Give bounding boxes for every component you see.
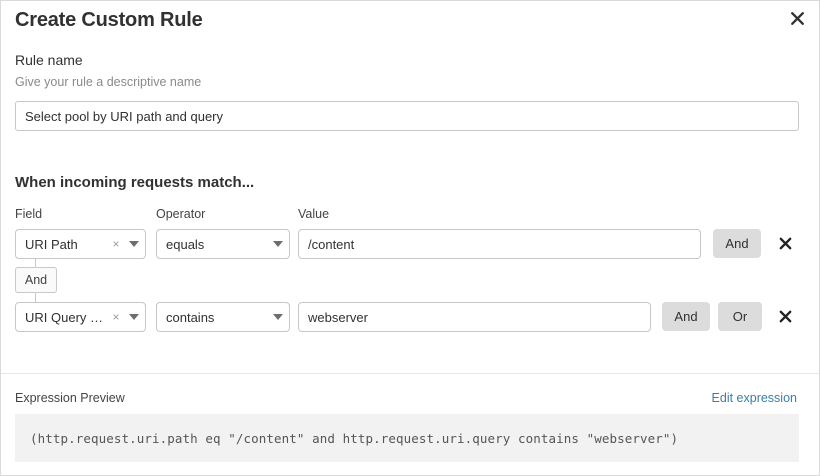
- column-label-field: Field: [15, 207, 43, 221]
- operator-select-1[interactable]: contains: [156, 302, 290, 332]
- rule-name-label: Rule name: [15, 52, 83, 68]
- value-input-1[interactable]: [298, 302, 651, 332]
- delete-x-icon[interactable]: [775, 229, 795, 258]
- field-select-1[interactable]: URI Query St... ×: [15, 302, 146, 332]
- clear-x-icon[interactable]: ×: [112, 237, 120, 251]
- condition-row: URI Query St... × contains And Or: [1, 302, 819, 332]
- expression-code-text: (http.request.uri.path eq "/content" and…: [30, 430, 679, 446]
- delete-x-icon[interactable]: [775, 302, 795, 331]
- rule-name-input[interactable]: [15, 101, 799, 131]
- dialog-title: Create Custom Rule: [15, 9, 203, 31]
- operator-select-0[interactable]: equals: [156, 229, 290, 259]
- connector-line-top: [35, 259, 36, 268]
- chevron-down-icon[interactable]: [267, 241, 289, 247]
- operator-select-value-0: equals: [166, 236, 205, 252]
- close-icon[interactable]: [785, 6, 809, 30]
- field-select-value-1: URI Query St...: [25, 309, 109, 325]
- or-button-1[interactable]: Or: [718, 302, 762, 331]
- group-logic-chip[interactable]: And: [15, 267, 57, 293]
- expression-preview-box: (http.request.uri.path eq "/content" and…: [15, 414, 799, 462]
- column-label-operator: Operator: [156, 207, 206, 221]
- rule-name-help-text: Give your rule a descriptive name: [15, 75, 202, 89]
- section-divider: [1, 373, 819, 374]
- column-label-value: Value: [298, 207, 330, 221]
- field-select-0[interactable]: URI Path ×: [15, 229, 146, 259]
- expression-preview-label: Expression Preview: [15, 391, 125, 405]
- value-input-0[interactable]: [298, 229, 701, 259]
- clear-x-icon[interactable]: ×: [112, 310, 120, 324]
- chevron-down-icon[interactable]: [267, 314, 289, 320]
- and-button-1[interactable]: And: [662, 302, 710, 331]
- and-button-0[interactable]: And: [713, 229, 761, 258]
- chevron-down-icon[interactable]: [123, 314, 145, 320]
- operator-select-value-1: contains: [166, 309, 215, 325]
- edit-expression-link[interactable]: Edit expression: [711, 391, 797, 405]
- conditions-heading: When incoming requests match...: [15, 174, 255, 191]
- connector-line-bottom: [35, 293, 36, 302]
- field-select-value-0: URI Path: [25, 236, 78, 252]
- condition-row: URI Path × equals And: [1, 229, 819, 259]
- chevron-down-icon[interactable]: [123, 241, 145, 247]
